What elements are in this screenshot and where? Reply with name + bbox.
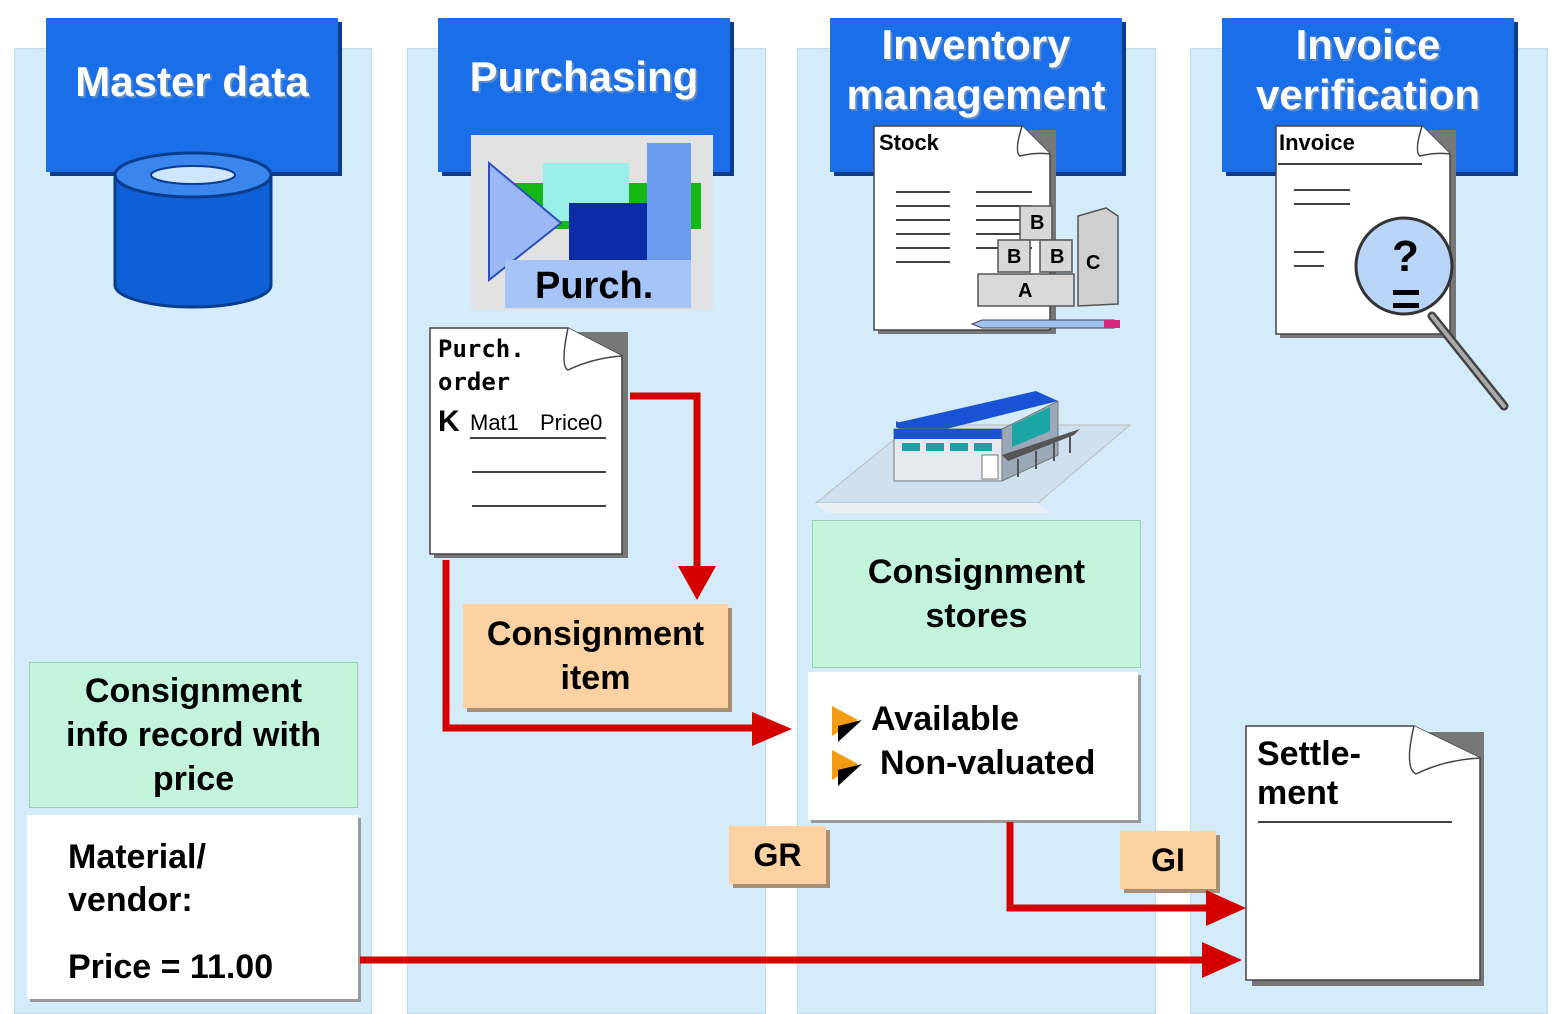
stock-block-label: B (1007, 246, 1022, 268)
purch-icon-label: Purch. (535, 265, 654, 307)
header-master-data: Master data (46, 18, 338, 172)
invoice-doc-title: Invoice (1279, 130, 1355, 155)
stock-document (873, 125, 1120, 334)
stock-type-non-valuated: Non-valuated (880, 744, 1096, 782)
arrowhead (678, 566, 716, 600)
purchase-order-document (429, 327, 628, 558)
info-record-label: Consignment (84, 672, 303, 710)
arrow-po-to-item (630, 392, 701, 570)
arrow-po-to-stores (442, 560, 760, 732)
header-label: Purchasing (469, 53, 699, 100)
invoice-document (1275, 125, 1509, 411)
header-label: Inventory (881, 21, 1071, 68)
material-vendor-box (27, 815, 358, 999)
warehouse-icon (814, 391, 1132, 513)
stock-doc-title: Stock (879, 130, 939, 155)
consignment-stores-label: stores (925, 597, 1028, 635)
material-vendor-label: Material/ (68, 838, 206, 876)
arrow-bullet-icon (832, 706, 862, 742)
consignment-item-label: item (560, 659, 631, 697)
arrowhead (752, 712, 792, 746)
stock-block-label: C (1086, 252, 1101, 274)
stock-types-box (808, 672, 1138, 820)
gr-label: GR (729, 826, 826, 884)
stock-block-label: A (1018, 280, 1033, 302)
consignment-stores-box: Consignment stores (812, 520, 1141, 668)
header-label: verification (1255, 71, 1481, 118)
consignment-stores-label: Consignment (867, 553, 1086, 591)
purchase-order-k: K (438, 405, 460, 438)
material-vendor-label: vendor: (68, 881, 193, 919)
arrowhead (1206, 890, 1246, 926)
purchase-order-title-1: Purch. (438, 335, 525, 363)
purchase-order-title-2: order (438, 368, 511, 396)
info-record-label: price (152, 760, 235, 798)
price-line: Price = 11.00 (68, 948, 274, 986)
consignment-item-box: Consignment item (463, 604, 728, 708)
header-label: Invoice (1295, 21, 1441, 68)
settlement-label: ment (1257, 774, 1339, 812)
settlement-document (1245, 725, 1484, 986)
purchase-order-mat: Mat1 (470, 410, 519, 435)
arrow-stores-to-settlement (1006, 822, 1212, 912)
consignment-item-label: Consignment (486, 615, 705, 653)
info-record-box: Consignment info record with price (29, 662, 358, 808)
invoice-question-mark: ? (1392, 232, 1419, 281)
purchase-order-price: Price0 (540, 410, 603, 435)
arrowhead (1202, 942, 1242, 978)
arrow-bullet-icon (832, 750, 862, 786)
info-record-label: info record with (66, 716, 321, 754)
equals-icon (1393, 290, 1419, 308)
stock-block-label: B (1050, 246, 1065, 268)
header-label: Master data (75, 58, 309, 105)
gi-label: GI (1120, 831, 1216, 889)
purchasing-icon: Purch. (471, 135, 713, 310)
database-icon (113, 151, 273, 309)
stock-type-available: Available (871, 700, 1020, 738)
header-label: management (846, 71, 1106, 118)
stock-block-label: B (1030, 212, 1045, 234)
settlement-label: Settle- (1257, 735, 1361, 773)
